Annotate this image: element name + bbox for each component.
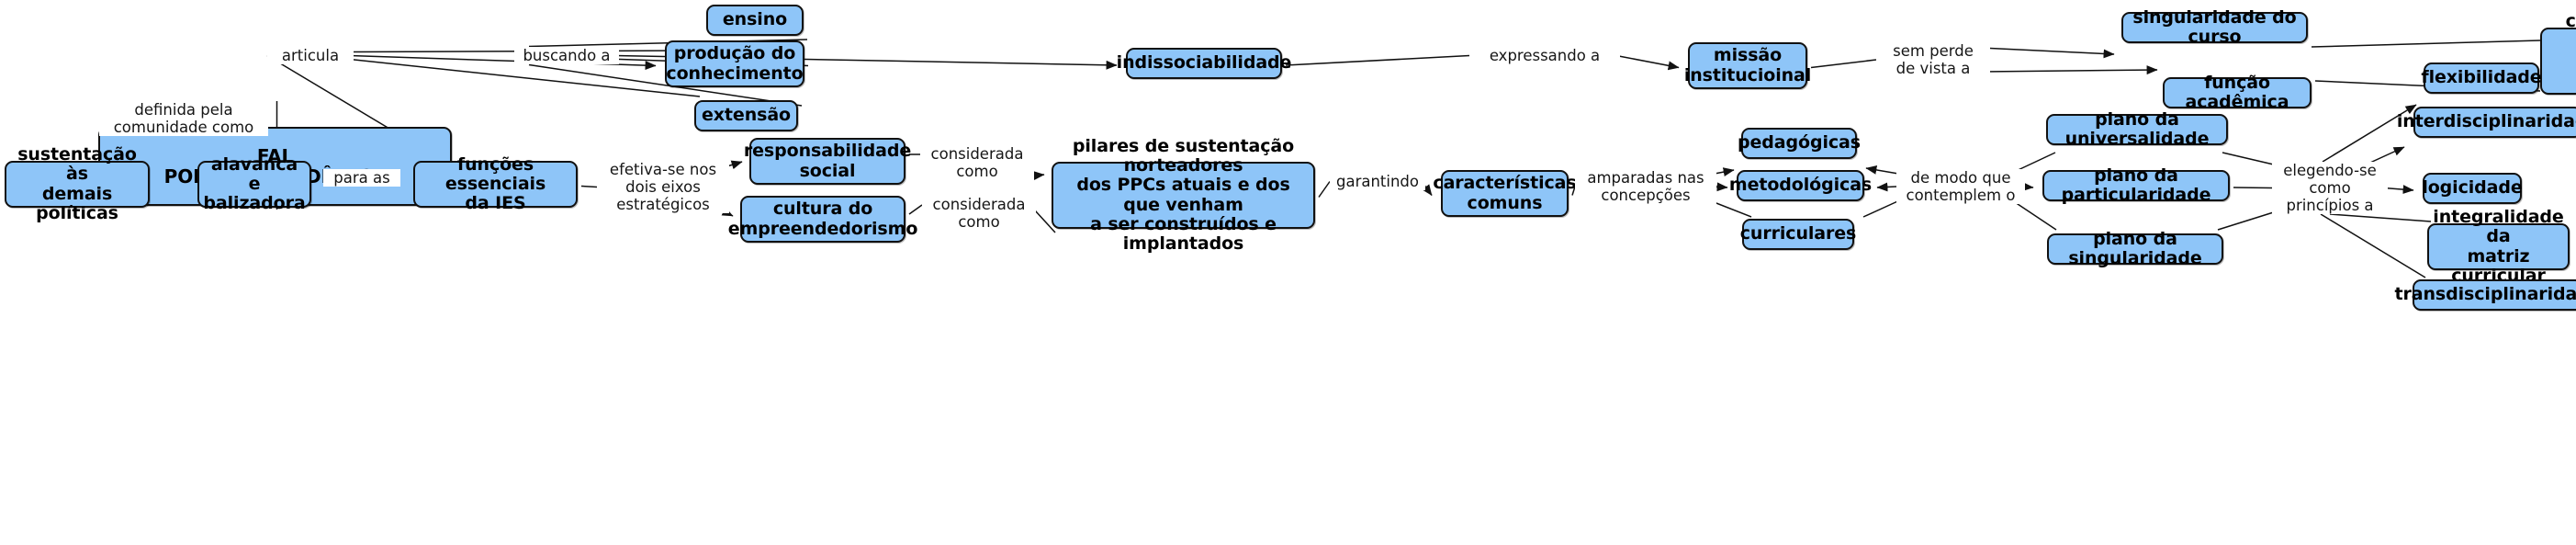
edge-label-sem-perde-de-vista: sem perde de vista a [1876,42,1990,78]
node-responsabilidade-social[interactable]: responsabilidade social [744,138,911,185]
edge-label-expressando-a: expressando a [1469,47,1620,65]
node-cultura-do-empreendedorismo[interactable]: cultura do empreendedorismo [728,196,917,243]
node-producao-do-conhecimento[interactable]: produção do conhecimento [665,40,804,87]
node-pilares-de-sustentacao[interactable]: pilares de sustentação norteadores dos P… [1052,136,1315,254]
edge-label-definida-pela-comunidade: definida pela comunidade como [99,101,268,137]
edge-label-elegendo-se-como-principios: elegendo-se como princípios a [2272,162,2388,215]
node-funcoes-essenciais-ies[interactable]: funções essenciais da IES [413,154,578,213]
edge-label-considerada-como-1: considerada como [920,145,1034,181]
edge-label-articula: articula [267,47,354,65]
edge-label-garantindo: garantindo [1330,173,1425,191]
edge-label-efetiva-se-nos-eixos: efetiva-se nos dois eixos estratégicos [597,161,729,214]
node-plano-da-singularidade[interactable]: plano da singularidade [2047,229,2223,268]
node-ensino[interactable]: ensino [706,5,804,36]
node-missao-institucioinal[interactable]: missão institucioinal [1684,42,1811,89]
node-funcao-academica[interactable]: função acadêmica [2163,73,2312,112]
node-plano-da-particularidade[interactable]: plano da particularidade [2042,165,2230,205]
node-curriculares[interactable]: curriculares [1740,219,1856,250]
node-plano-da-universalidade[interactable]: plano da universalidade [2046,109,2228,149]
node-alavanca-e-balizadora[interactable]: alavanca e balizadora [197,154,311,213]
node-confluindo-no-produto[interactable]: confluindo no produto ou processo em que… [2540,12,2576,95]
node-indissociabilidade[interactable]: indissociabilidade [1117,48,1291,79]
node-sustentacao-demais-politicas[interactable]: sustentação às demais políticas [5,144,150,222]
node-extensao[interactable]: extensão [694,100,798,131]
node-metodologicas[interactable]: metodológicas [1729,170,1872,201]
edge-label-considerada-como-2: considerada como [922,196,1036,232]
node-flexibilidade[interactable]: flexibilidade [2421,62,2542,94]
node-interdisciplinaridade[interactable]: interdisciplinaridade [2397,107,2576,138]
edge-label-amparadas-nas-concepcoes: amparadas nas concepções [1575,169,1716,205]
edge-label-para-as: para as [323,169,400,187]
edge-label-de-modo-que-contemplem: de modo que contemplem o [1896,169,2025,205]
node-caracteristicas-comuns[interactable]: características comuns [1433,170,1577,217]
node-pedagogicas[interactable]: pedagógicas [1738,128,1861,159]
node-logicidade[interactable]: logicidade [2422,173,2523,204]
node-transdisciplinaridade[interactable]: transdisciplinaridade [2395,279,2576,311]
node-singularidade-do-curso[interactable]: singularidade do curso [2121,7,2308,47]
edge-label-buscando-a: buscando a [514,47,619,65]
node-integralidade-matriz-curricular[interactable]: integralidade da matriz curricular [2427,207,2570,285]
